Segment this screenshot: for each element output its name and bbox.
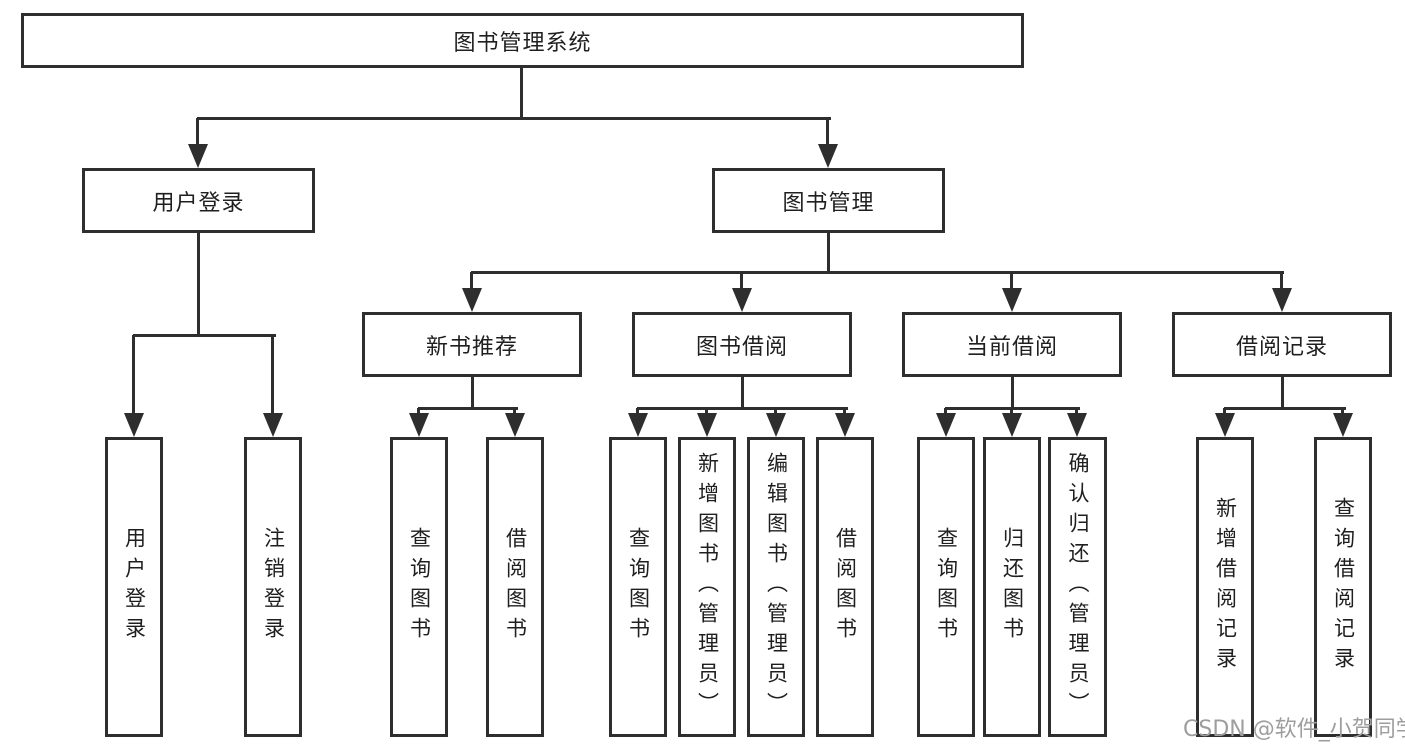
connector-drop-bor-query bbox=[636, 408, 639, 417]
arrowhead-bor-add-icon bbox=[697, 413, 717, 437]
leaf-recommend-borrow-books: 借阅图书 bbox=[486, 437, 544, 737]
arrowhead-records-icon bbox=[1272, 288, 1292, 312]
arrowhead-rec-query-icon bbox=[409, 413, 429, 437]
leaf-recommend-query-books-label: 查询图书 bbox=[407, 527, 432, 647]
connector-userlogin-rail bbox=[133, 334, 276, 337]
connector-currentborrow-stem bbox=[1011, 377, 1014, 410]
arrowhead-recd-query-icon bbox=[1333, 413, 1353, 437]
leaf-current-confirm-return-label: 确认归还（管理员） bbox=[1066, 452, 1090, 722]
arrowhead-login-query-icon bbox=[124, 413, 144, 437]
leaf-borrow-add-books-label: 新增图书（管理员） bbox=[695, 452, 720, 722]
node-book-management: 图书管理 bbox=[712, 168, 945, 233]
arrowhead-login-logout-icon bbox=[263, 413, 283, 437]
connector-bookborrow-stem bbox=[741, 377, 744, 410]
connector-drop-bor-edit bbox=[774, 408, 777, 417]
connector-records-rail bbox=[1224, 407, 1346, 410]
leaf-borrow-borrow-books-label: 借阅图书 bbox=[833, 527, 858, 647]
connector-drop-rec-query bbox=[417, 408, 420, 417]
connector-bookmgmt-rail bbox=[471, 271, 1284, 274]
connector-drop-bookmgmt bbox=[826, 118, 829, 148]
node-user-login-label: 用户登录 bbox=[152, 190, 245, 216]
leaf-login-logout: 注销登录 bbox=[244, 437, 302, 737]
arrowhead-recd-add-icon bbox=[1215, 413, 1235, 437]
arrowhead-currentborrow-icon bbox=[1002, 288, 1022, 312]
connector-drop-rec-borrow bbox=[513, 408, 516, 417]
arrowhead-userlogin-icon bbox=[188, 144, 208, 168]
arrowhead-bor-borrow-icon bbox=[835, 413, 855, 437]
leaf-records-query-record-label: 查询借阅记录 bbox=[1331, 497, 1356, 677]
arrowhead-bor-query-icon bbox=[628, 413, 648, 437]
connector-drop-recd-query bbox=[1341, 408, 1344, 417]
arrowhead-cur-confirm-icon bbox=[1067, 413, 1087, 437]
connector-bookmgmt-stem bbox=[827, 233, 830, 274]
node-book-borrow: 图书借阅 bbox=[632, 312, 852, 377]
node-new-book-recommend: 新书推荐 bbox=[362, 312, 582, 377]
leaf-recommend-query-books: 查询图书 bbox=[390, 437, 448, 737]
arrowhead-rec-borrow-icon bbox=[505, 413, 525, 437]
leaf-borrow-add-books: 新增图书（管理员） bbox=[678, 437, 736, 737]
leaf-borrow-query-books-label: 查询图书 bbox=[626, 527, 651, 647]
leaf-login-logout-label: 注销登录 bbox=[261, 527, 286, 647]
node-root-label: 图书管理系统 bbox=[453, 30, 592, 56]
connector-drop-newbook bbox=[470, 272, 473, 292]
connector-userlogin-stem bbox=[197, 233, 200, 337]
csdn-watermark: CSDN @软件_小贺同学 bbox=[1183, 717, 1405, 742]
leaf-login-user-login: 用户登录 bbox=[105, 437, 163, 737]
node-borrow-records: 借阅记录 bbox=[1172, 312, 1392, 377]
connector-drop-login-query bbox=[132, 335, 135, 417]
connector-drop-recd-add bbox=[1223, 408, 1226, 417]
node-book-management-label: 图书管理 bbox=[782, 190, 875, 216]
leaf-records-add-record: 新增借阅记录 bbox=[1196, 437, 1254, 737]
arrowhead-newbook-icon bbox=[462, 288, 482, 312]
leaf-borrow-query-books: 查询图书 bbox=[609, 437, 667, 737]
connector-drop-userlogin bbox=[196, 118, 199, 148]
leaf-current-query-books: 查询图书 bbox=[917, 437, 975, 737]
arrowhead-cur-return-icon bbox=[1002, 413, 1022, 437]
leaf-current-return-books: 归还图书 bbox=[983, 437, 1041, 737]
connector-drop-cur-confirm bbox=[1075, 408, 1078, 417]
node-current-borrow: 当前借阅 bbox=[902, 312, 1122, 377]
leaf-login-user-login-label: 用户登录 bbox=[122, 527, 147, 647]
leaf-recommend-borrow-books-label: 借阅图书 bbox=[503, 527, 528, 647]
leaf-records-query-record: 查询借阅记录 bbox=[1314, 437, 1372, 737]
connector-newbook-stem bbox=[471, 377, 474, 410]
connector-root-stem bbox=[520, 68, 523, 120]
node-root: 图书管理系统 bbox=[21, 13, 1024, 68]
node-current-borrow-label: 当前借阅 bbox=[965, 334, 1058, 360]
connector-drop-bor-add bbox=[705, 408, 708, 417]
connector-level1-rail bbox=[197, 117, 831, 120]
connector-drop-cur-query bbox=[944, 408, 947, 417]
connector-records-stem bbox=[1281, 377, 1284, 410]
leaf-records-add-record-label: 新增借阅记录 bbox=[1213, 497, 1238, 677]
arrowhead-bor-edit-icon bbox=[766, 413, 786, 437]
leaf-borrow-borrow-books: 借阅图书 bbox=[816, 437, 874, 737]
connector-drop-cur-return bbox=[1010, 408, 1013, 417]
leaf-borrow-edit-books-label: 编辑图书（管理员） bbox=[764, 452, 789, 722]
connector-drop-login-logout bbox=[271, 335, 274, 417]
arrowhead-bookborrow-icon bbox=[732, 288, 752, 312]
connector-bookborrow-rail bbox=[637, 407, 848, 410]
node-book-borrow-label: 图书借阅 bbox=[695, 334, 788, 360]
node-new-book-recommend-label: 新书推荐 bbox=[425, 334, 518, 360]
leaf-borrow-edit-books: 编辑图书（管理员） bbox=[747, 437, 805, 737]
node-borrow-records-label: 借阅记录 bbox=[1235, 334, 1328, 360]
connector-drop-bookborrow bbox=[740, 272, 743, 292]
leaf-current-return-books-label: 归还图书 bbox=[1000, 527, 1025, 647]
leaf-current-confirm-return: 确认归还（管理员） bbox=[1048, 437, 1107, 737]
connector-drop-bor-borrow bbox=[843, 408, 846, 417]
connector-drop-records bbox=[1280, 272, 1283, 292]
connector-drop-currentborrow bbox=[1010, 272, 1013, 292]
connector-newbook-rail bbox=[418, 407, 518, 410]
arrowhead-bookmgmt-icon bbox=[818, 144, 838, 168]
leaf-current-query-books-label: 查询图书 bbox=[934, 527, 959, 647]
arrowhead-cur-query-icon bbox=[936, 413, 956, 437]
node-user-login: 用户登录 bbox=[82, 168, 315, 233]
